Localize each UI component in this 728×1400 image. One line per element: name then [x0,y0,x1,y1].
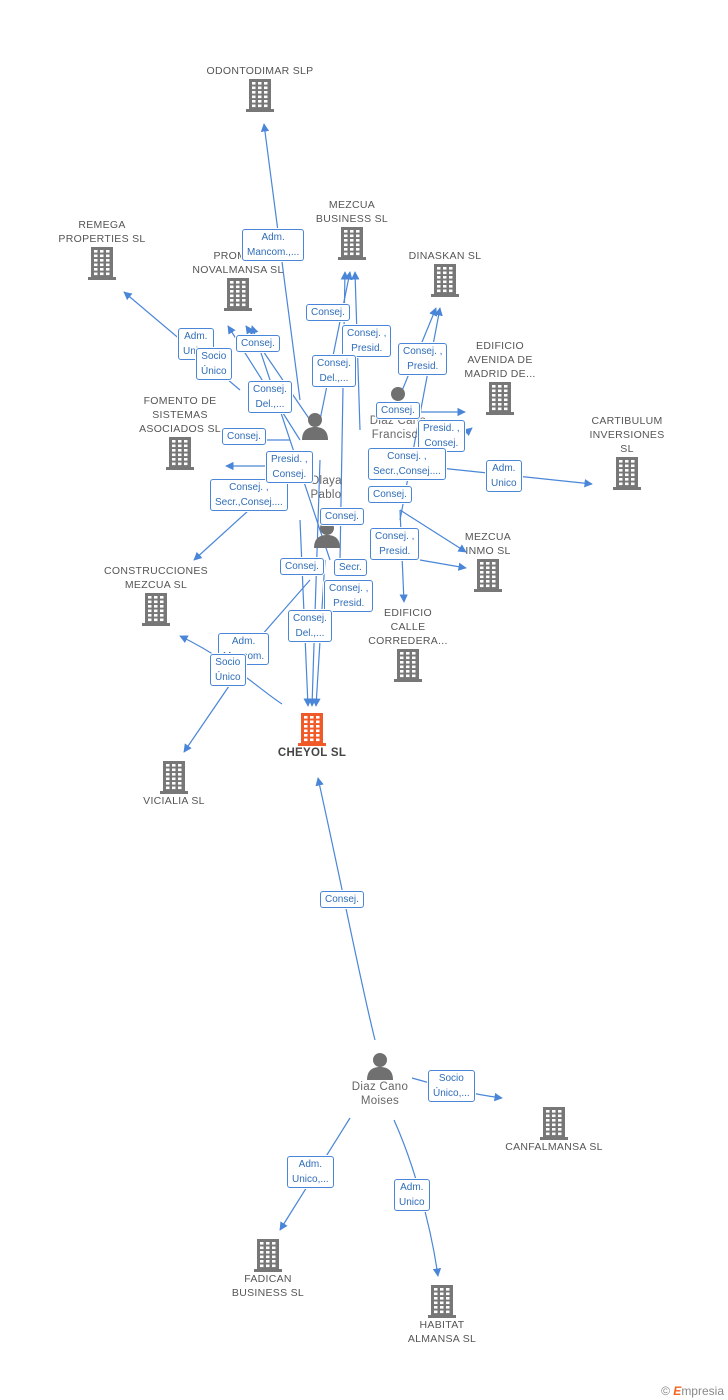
node-construcciones-mezcua[interactable]: CONSTRUCCIONES MEZCUA SL [86,564,226,626]
building-icon [224,278,252,311]
edge-label[interactable]: Consej. , Presid. [370,528,420,560]
node-edificio-calle[interactable]: EDIFICIO CALLE CORREDERA... [338,606,478,682]
company-label: MEZCUA BUSINESS SL [315,199,389,225]
edge-label[interactable]: Adm. Unico [394,1179,430,1211]
edge [260,123,301,401]
edge-label[interactable]: Consej. Del.,... [248,381,292,413]
company-label: HABITAT ALMANSA SL [407,1319,477,1345]
building-icon-focus [298,713,326,746]
building-icon [613,457,641,490]
building-icon [142,593,170,626]
company-label: EDIFICIO CALLE CORREDERA... [368,607,448,647]
node-mezcua-inmo[interactable]: MEZCUA INMO SL [418,530,558,592]
node-remega[interactable]: REMEGA PROPERTIES SL [32,218,172,280]
edge-label[interactable]: Socio Único,... [428,1070,475,1102]
person-icon [367,1053,393,1080]
company-label: CHEYOL SL [277,747,347,759]
company-label: EDIFICIO AVENIDA DE MADRID DE... [464,340,536,380]
node-canfalmansa[interactable]: CANFALMANSA SL [484,1106,624,1154]
person-label: Diaz Cano Moises [351,1081,409,1107]
company-label: CONSTRUCCIONES MEZCUA SL [104,565,208,591]
building-icon [246,79,274,112]
node-diaz-cano-moises[interactable]: Diaz Cano Moises [310,1052,450,1108]
building-icon [338,227,366,260]
node-fadican[interactable]: FADICAN BUSINESS SL [198,1238,338,1300]
company-label: CARTIBULUM INVERSIONES SL [589,415,665,455]
edge-label[interactable]: Secr. [334,559,367,576]
node-fomento[interactable]: FOMENTO DE SISTEMAS ASOCIADOS SL [110,394,250,470]
edge-label[interactable]: Consej. [376,402,420,419]
company-label: ODONTODIMAR SLP [206,65,314,77]
company-label: VICIALIA SL [143,795,205,807]
edge-label[interactable]: Adm. Unico [486,460,522,492]
person-icon [302,413,328,440]
company-label: FOMENTO DE SISTEMAS ASOCIADOS SL [139,395,221,435]
brand-logo: © Empresia [661,1384,724,1398]
node-cheyol[interactable]: CHEYOL SL [242,712,382,760]
edge [315,777,376,1041]
edge [308,459,321,707]
building-icon [431,264,459,297]
edge-label[interactable]: Consej. [320,508,364,525]
company-label: CANFALMANSA SL [505,1141,603,1153]
building-icon [474,559,502,592]
edge-label[interactable]: Consej. Del.,... [288,610,332,642]
building-icon [166,437,194,470]
edge-label[interactable]: Consej. , Presid. [324,580,374,612]
edge [399,509,467,553]
edge-label[interactable]: Consej. [236,335,280,352]
edge-label[interactable]: Presid. , Consej. [266,451,313,483]
edge [419,559,467,571]
brand-initial: E [673,1384,682,1398]
edge-label[interactable]: Consej. , Secr.,Consej.... [210,479,288,511]
node-mezcua-business[interactable]: MEZCUA BUSINESS SL [282,198,422,260]
edge-label[interactable]: Consej. , Presid. [342,325,392,357]
edge-label[interactable]: Consej. , Secr.,Consej.... [368,448,446,480]
edge-label[interactable]: Consej. [306,304,350,321]
brand-name: mpresia [681,1384,724,1398]
edge-label[interactable]: Socio Único [210,654,246,686]
company-label: REMEGA PROPERTIES SL [58,219,146,245]
edge-label[interactable]: Consej. [280,558,324,575]
building-icon [394,649,422,682]
edge-label[interactable]: Consej. [320,891,364,908]
building-icon [160,761,188,794]
person-label: Olaya Pablo [310,475,342,501]
node-odontodimar[interactable]: ODONTODIMAR SLP [190,64,330,112]
node-olaya-pablo[interactable]: Olaya Pablo [256,412,396,502]
node-habitat[interactable]: HABITAT ALMANSA SL [372,1284,512,1346]
edge-label[interactable]: Consej. Del.,... [312,355,356,387]
node-cartibulum[interactable]: CARTIBULUM INVERSIONES SL [557,414,697,490]
building-icon [486,382,514,415]
edge-label[interactable]: Presid. , Consej. [418,420,465,452]
edge-label[interactable]: Consej. [222,428,266,445]
edge-label[interactable]: Consej. [368,486,412,503]
edge-label[interactable]: Adm. Unico,... [287,1156,334,1188]
building-icon [540,1107,568,1140]
node-edificio-avenida[interactable]: EDIFICIO AVENIDA DE MADRID DE... [430,339,570,415]
node-vicialia[interactable]: VICIALIA SL [104,760,244,808]
building-icon [254,1239,282,1272]
edge-label[interactable]: Consej. , Presid. [398,343,448,375]
edge [250,325,331,561]
company-label: FADICAN BUSINESS SL [231,1273,305,1299]
building-icon [88,247,116,280]
edge-label[interactable]: Adm. Mancom.,... [242,229,305,261]
company-label: MEZCUA INMO SL [464,531,512,557]
copyright-symbol: © [661,1384,670,1398]
edge-label[interactable]: Adm. Unico [178,328,214,360]
company-label: DINASKAN SL [408,250,482,262]
building-icon [428,1285,456,1318]
node-dinaskan[interactable]: DINASKAN SL [375,249,515,297]
edge-label[interactable]: Socio Único [196,348,232,380]
